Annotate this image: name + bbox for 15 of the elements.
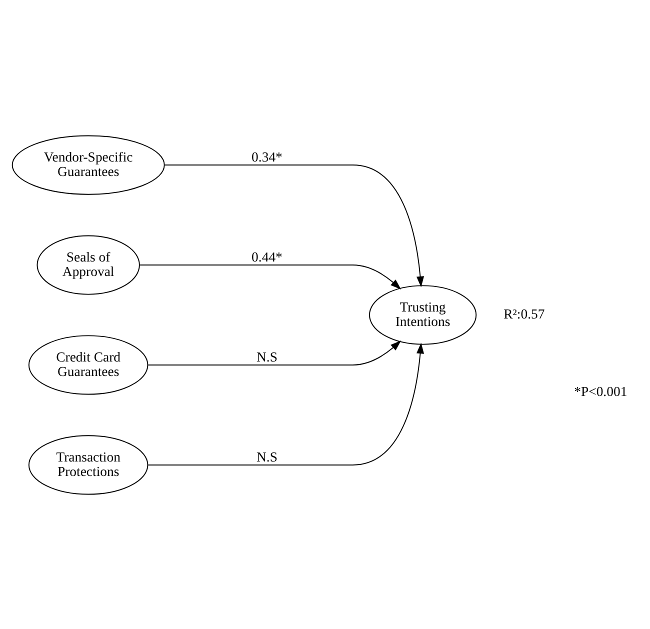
node-label: R²:0.57: [504, 306, 545, 322]
arrow: [148, 342, 424, 465]
arrow: [148, 340, 402, 365]
label: *P<0.001: [574, 384, 628, 399]
edge-label: 0.44*: [252, 248, 282, 264]
edge-label: N.S: [256, 348, 278, 364]
node-ellipse: Vendor-Specific Guarantees: [12, 134, 165, 194]
arrow: [164, 164, 424, 287]
arrow: [139, 264, 402, 290]
node-ellipse: Transaction Protections: [28, 434, 148, 494]
node-ellipse: Credit Card Guarantees: [28, 334, 148, 394]
node-ellipse: Seals of Approval: [36, 234, 140, 294]
edge-label: N.S: [256, 448, 278, 464]
node-ellipse: Trusting Intentions: [369, 284, 477, 344]
edge-label: 0.34*: [252, 148, 282, 164]
